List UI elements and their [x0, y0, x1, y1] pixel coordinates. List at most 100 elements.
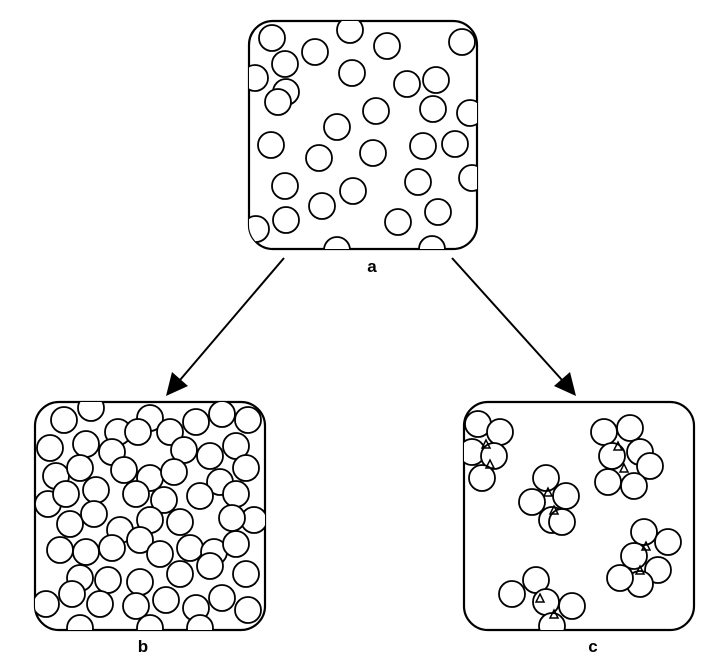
panel-c-particle [518, 488, 546, 516]
panel-b-particle [166, 560, 194, 588]
panel-a-particle [456, 99, 477, 127]
panel-c-bridge-mark [548, 608, 560, 619]
panel-b-particle [152, 586, 180, 614]
panel-b-particle [222, 530, 250, 558]
panel-b-particle [110, 456, 138, 484]
panel-a-particle [458, 164, 477, 192]
panel-c-particle [532, 464, 560, 492]
panel-a-particle [258, 24, 286, 52]
panel-a-particle [272, 206, 300, 234]
panel-b-particle [66, 454, 94, 482]
panel-a-particle [384, 208, 412, 236]
panel-c-connectors [480, 438, 652, 619]
panel-b-particle [208, 402, 236, 428]
panel-a-label: a [367, 257, 377, 276]
panel-b-particle [58, 580, 86, 608]
panel-c-particle [606, 564, 634, 592]
arrow-to-c [451, 257, 576, 396]
panel-b [33, 400, 267, 632]
panel-c-bridge-mark [534, 592, 546, 603]
panel-b-particle [46, 536, 74, 564]
panel-c-particle [590, 418, 618, 446]
panel-b-particle [176, 534, 204, 562]
panel-c-bridge-mark [634, 564, 646, 575]
panel-b-particle [122, 592, 150, 620]
panel-c-particle [654, 528, 682, 556]
panel-c-bridge-mark [548, 504, 560, 515]
panel-b-particle [56, 510, 84, 538]
panel-a-particle [422, 66, 450, 94]
panel-a-particle [338, 59, 366, 87]
panel-b-particle [222, 480, 250, 508]
panel-b-particle [196, 442, 224, 470]
panel-a-particle [359, 139, 387, 167]
panel-c-particle [538, 612, 566, 630]
panel-c-particle [620, 542, 648, 570]
panel-b-particle [234, 406, 262, 434]
panel-c-bridge-mark [618, 462, 630, 473]
panel-c-bridge-mark [480, 438, 492, 449]
panel-b-particle [52, 480, 80, 508]
panel-b-particle [124, 418, 152, 446]
panel-a-particle [257, 131, 285, 159]
panel-a-particles [249, 21, 477, 249]
panel-a-particle [409, 132, 437, 160]
panel-b-particle [182, 408, 210, 436]
panel-a-particle [441, 130, 469, 158]
panel-a-particle [362, 97, 390, 125]
panel-c-bridge-mark [484, 458, 496, 469]
panel-b-particle [94, 566, 122, 594]
panel-c-particle [480, 442, 508, 470]
panel-a-particle [404, 168, 432, 196]
panel-b-particle [122, 480, 150, 508]
panel-a-particle [305, 144, 333, 172]
panel-a-particle [336, 21, 364, 44]
panel-a [247, 19, 479, 251]
panel-a-particle [271, 50, 299, 78]
panel-b-particle [86, 590, 114, 618]
panel-b-particle [196, 552, 224, 580]
panel-c-particle [468, 464, 496, 492]
panel-b-particle [160, 458, 188, 486]
panel-b-particle [66, 614, 94, 630]
panel-c [462, 400, 696, 632]
panel-a-particle [448, 28, 476, 56]
panel-a-particle [418, 235, 446, 249]
panel-a-particle [323, 236, 351, 249]
panel-a-particle [271, 172, 299, 200]
panel-c-bridge-mark [640, 540, 652, 551]
panel-a-particle [249, 64, 269, 92]
panel-b-particle [50, 406, 78, 434]
panel-b-particle [186, 614, 214, 630]
panel-b-particle [77, 402, 105, 422]
panel-a-particle [373, 32, 401, 60]
panel-b-particle [218, 504, 246, 532]
panel-a-particle [424, 198, 452, 226]
panel-b-particle [36, 434, 64, 462]
panel-a-particle [264, 88, 292, 116]
panel-b-particle [150, 486, 178, 514]
panel-b-particle [166, 508, 194, 536]
panel-c-particle [620, 472, 648, 500]
panel-a-particle [393, 70, 421, 98]
arrow-to-c-head [554, 372, 576, 396]
panel-c-particle [548, 508, 576, 536]
panel-a-particle [419, 95, 447, 123]
panel-b-particle [234, 596, 262, 624]
panel-b-particle [35, 590, 60, 618]
panel-b-particle [80, 500, 108, 528]
panel-c-particle [636, 452, 664, 480]
panel-c-particle [486, 418, 514, 446]
panel-c-bridge-mark [542, 486, 554, 497]
panel-c-particle [594, 468, 622, 496]
panel-a-particle [301, 38, 329, 66]
panel-a-particle [249, 215, 270, 243]
panel-b-label: b [138, 637, 148, 656]
panel-b-particle [208, 584, 236, 612]
panel-a-particle [339, 177, 367, 205]
arrow-to-b [166, 257, 285, 396]
panel-c-particle [498, 580, 526, 608]
panel-b-particle [232, 454, 260, 482]
panel-c-label: c [588, 637, 597, 656]
